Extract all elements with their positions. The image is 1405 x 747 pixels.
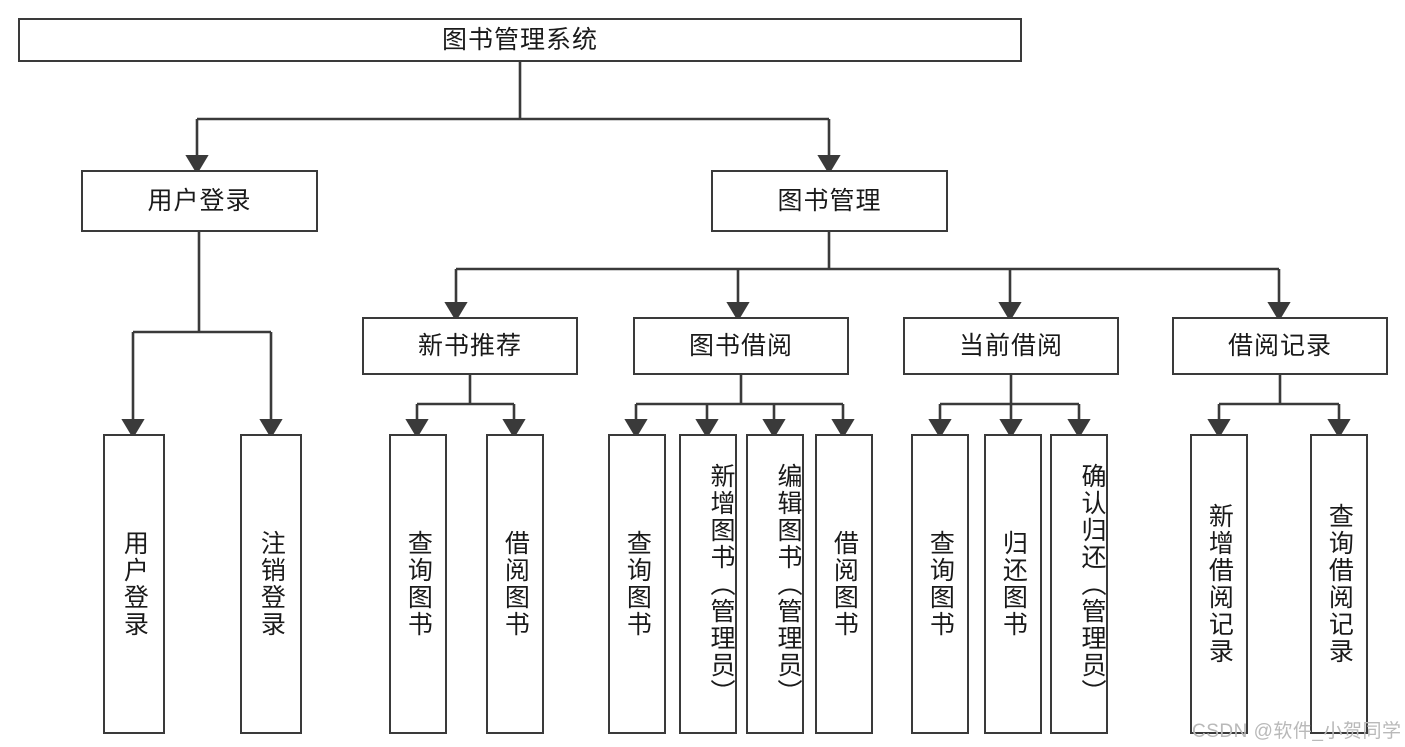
leaf-return-book-label: 归还图书: [999, 530, 1028, 638]
node-root[interactable]: 图书管理系统: [18, 18, 1022, 62]
node-current-borrow-label: 当前借阅: [958, 332, 1063, 360]
watermark-text: CSDN @软件_小贺同学: [1192, 721, 1402, 742]
leaf-user-login[interactable]: 用户登录: [103, 434, 165, 734]
node-new-book-rec[interactable]: 新书推荐: [362, 317, 578, 375]
leaf-query-book-1-label: 查询图书: [404, 530, 433, 638]
leaf-user-logout[interactable]: 注销登录: [240, 434, 302, 734]
node-book-borrow-label: 图书借阅: [688, 332, 793, 360]
node-root-label: 图书管理系统: [441, 26, 598, 54]
leaf-add-record-label: 新增借阅记录: [1205, 503, 1234, 665]
leaf-confirm-return-label: 确认归还（管理员）: [1078, 462, 1106, 706]
node-new-book-rec-label: 新书推荐: [417, 332, 522, 360]
node-book-manage[interactable]: 图书管理: [711, 170, 948, 232]
leaf-borrow-book-1[interactable]: 借阅图书: [486, 434, 544, 734]
leaf-add-book-label: 新增图书（管理员）: [707, 462, 735, 706]
node-book-borrow[interactable]: 图书借阅: [633, 317, 849, 375]
leaf-user-login-label: 用户登录: [120, 530, 149, 638]
leaf-query-record[interactable]: 查询借阅记录: [1310, 434, 1368, 734]
leaf-add-book[interactable]: 新增图书（管理员）: [679, 434, 737, 734]
leaf-query-book-2[interactable]: 查询图书: [608, 434, 666, 734]
node-borrow-record[interactable]: 借阅记录: [1172, 317, 1388, 375]
watermark: CSDN @软件_小贺同学: [1192, 716, 1401, 743]
leaf-query-book-3-label: 查询图书: [926, 530, 955, 638]
node-borrow-record-label: 借阅记录: [1227, 332, 1332, 360]
leaf-borrow-book-1-label: 借阅图书: [501, 530, 530, 638]
leaf-add-record[interactable]: 新增借阅记录: [1190, 434, 1248, 734]
leaf-edit-book[interactable]: 编辑图书（管理员）: [746, 434, 804, 734]
leaf-borrow-book-2[interactable]: 借阅图书: [815, 434, 873, 734]
leaf-borrow-book-2-label: 借阅图书: [830, 530, 859, 638]
node-book-manage-label: 图书管理: [777, 187, 882, 215]
leaf-query-record-label: 查询借阅记录: [1325, 503, 1354, 665]
node-user-login[interactable]: 用户登录: [81, 170, 318, 232]
node-current-borrow[interactable]: 当前借阅: [903, 317, 1119, 375]
node-user-login-label: 用户登录: [147, 187, 252, 215]
leaf-user-logout-label: 注销登录: [257, 530, 286, 638]
leaf-return-book[interactable]: 归还图书: [984, 434, 1042, 734]
leaf-confirm-return[interactable]: 确认归还（管理员）: [1050, 434, 1108, 734]
leaf-query-book-2-label: 查询图书: [623, 530, 652, 638]
leaf-query-book-3[interactable]: 查询图书: [911, 434, 969, 734]
leaf-query-book-1[interactable]: 查询图书: [389, 434, 447, 734]
leaf-edit-book-label: 编辑图书（管理员）: [774, 462, 802, 706]
